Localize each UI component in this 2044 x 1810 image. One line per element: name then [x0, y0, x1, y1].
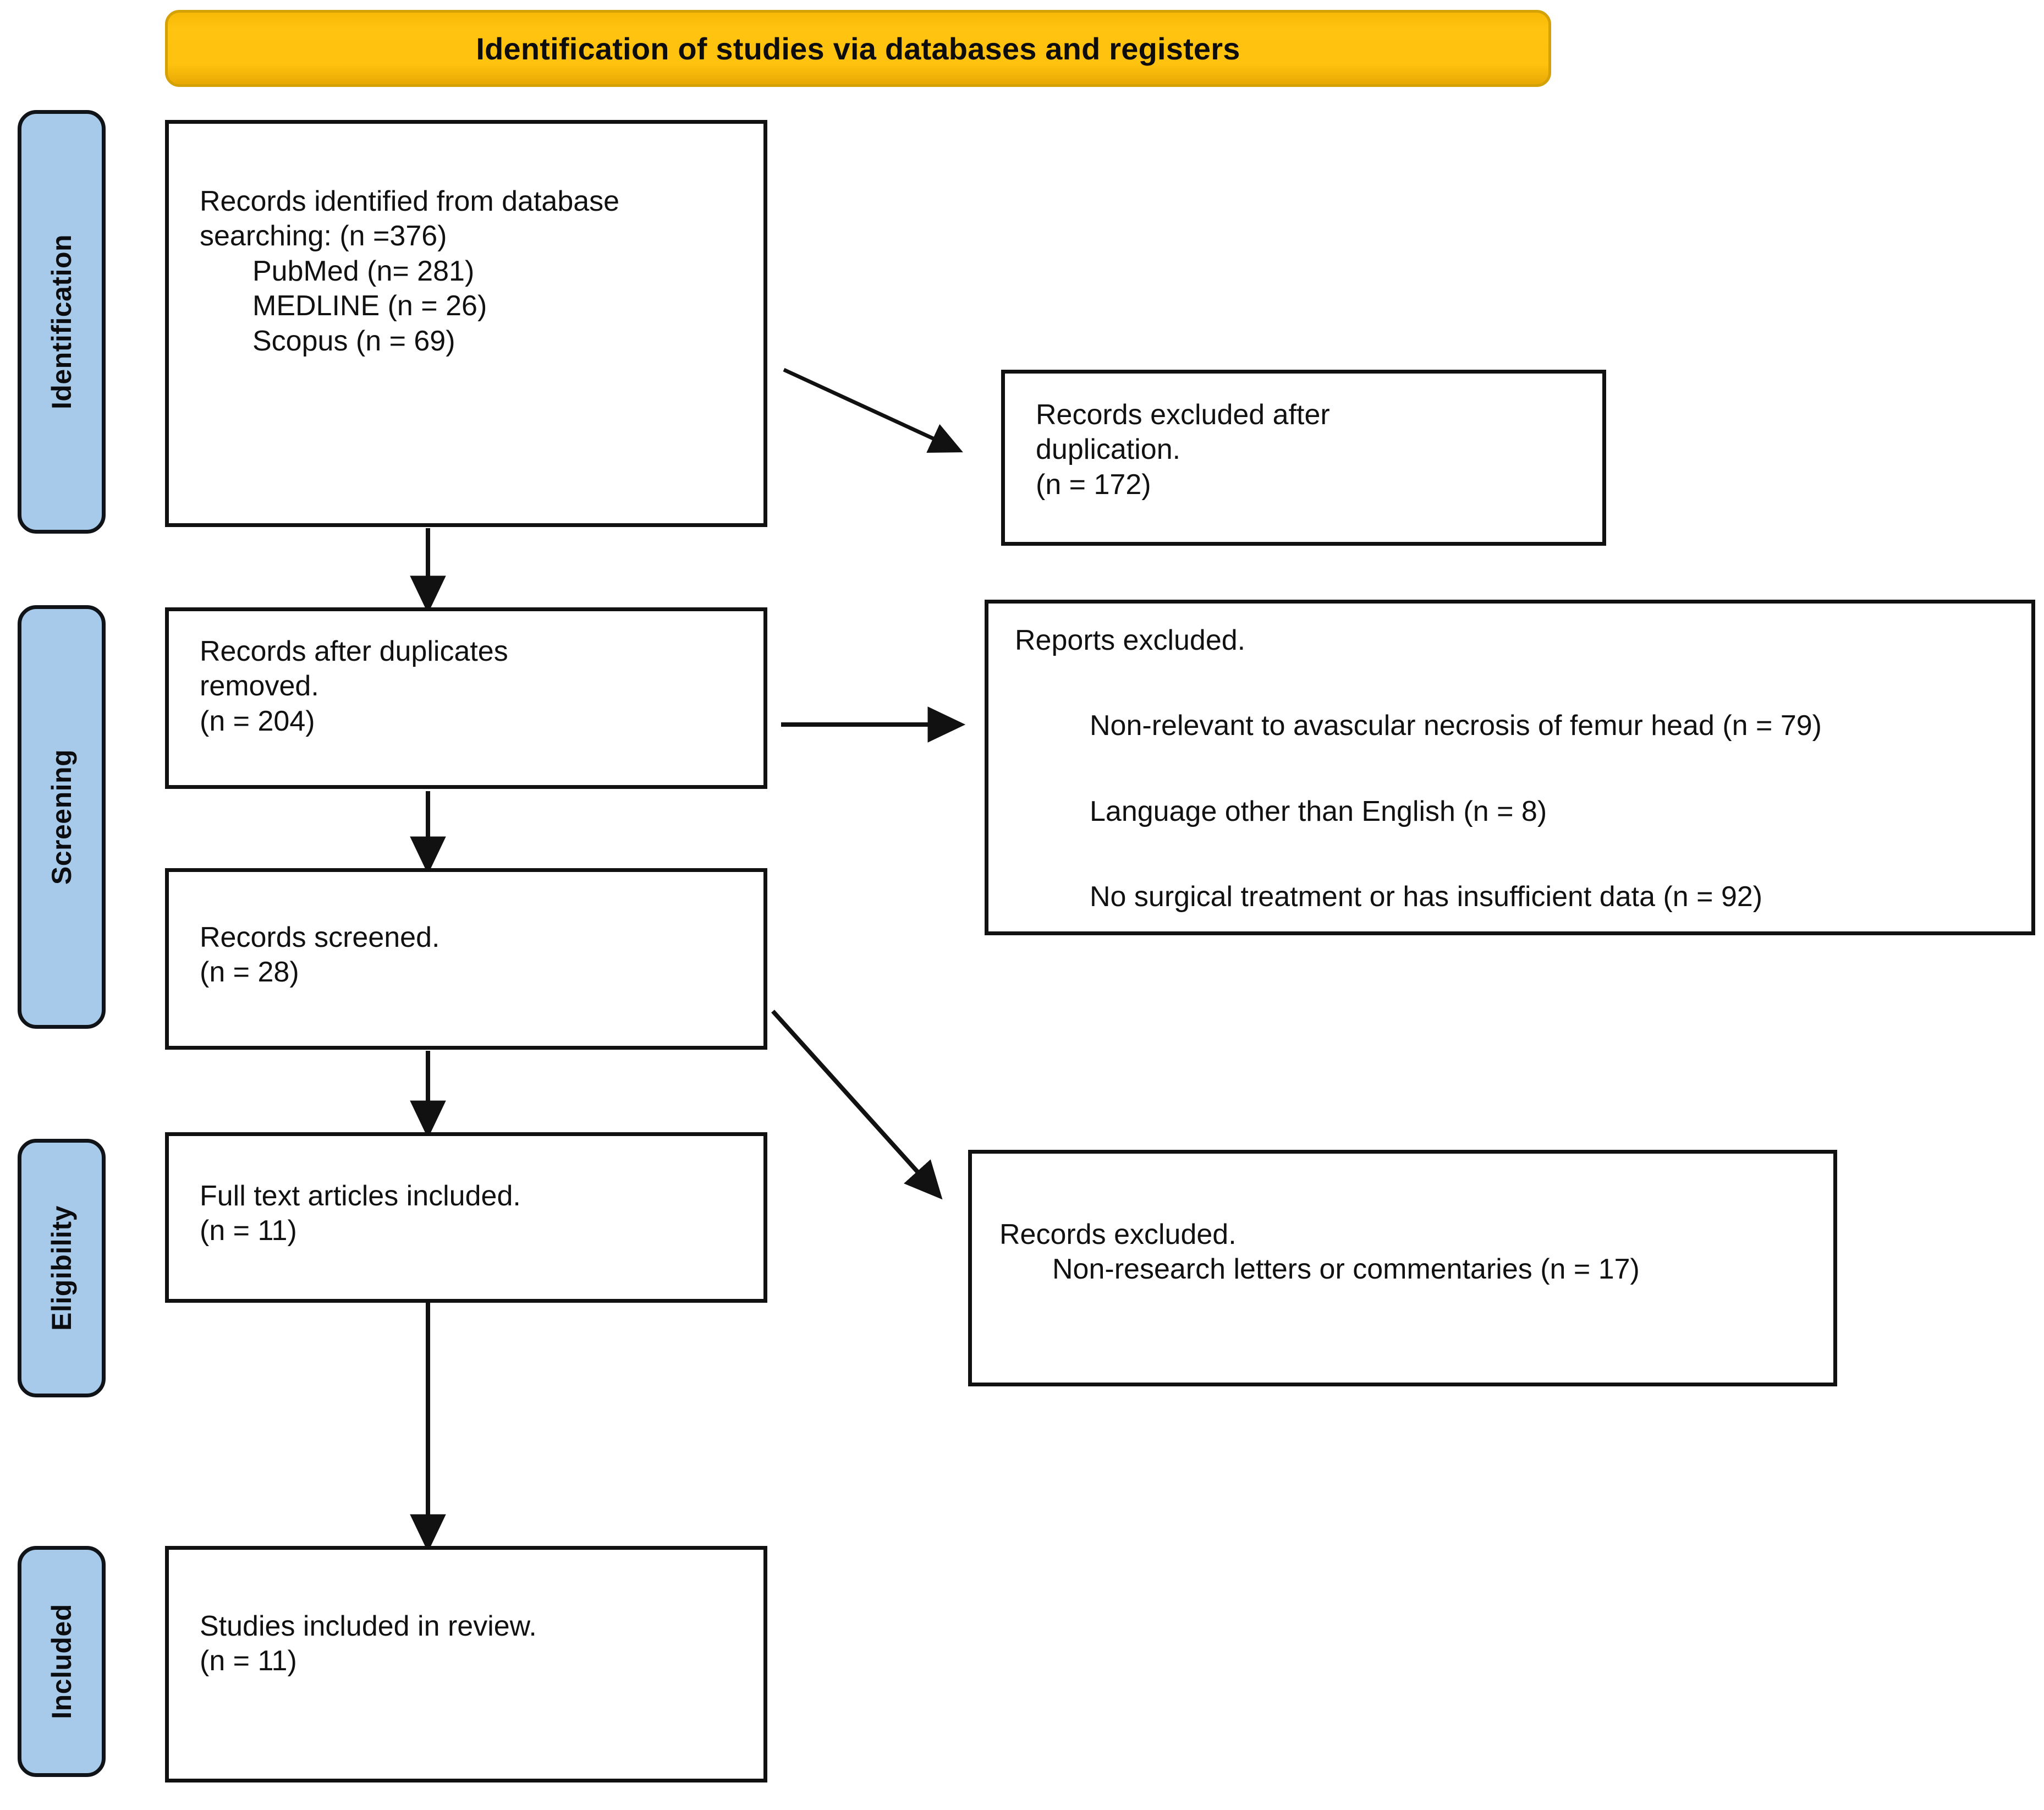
stage-tab-screening-label: Screening — [46, 749, 77, 885]
box-line: Reports excluded. — [1015, 624, 1246, 656]
stage-tab-eligibility: Eligibility — [18, 1139, 106, 1397]
stage-tab-screening: Screening — [18, 605, 106, 1029]
banner-title: Identification of studies via databases … — [476, 31, 1240, 66]
box-line: Full text articles included. — [200, 1180, 521, 1212]
box-line: removed. — [200, 670, 319, 703]
box-line: (n = 204) — [200, 705, 315, 737]
box-line: duplication. — [1036, 434, 1181, 466]
box-line: searching: (n =376) — [200, 220, 447, 253]
box-records-after-duplicates-removed: Records after duplicates removed. (n = 2… — [165, 607, 767, 789]
box-records-excluded-non-research: Records excluded. Non‑research letters o… — [968, 1150, 1837, 1386]
box-line: (n = 11) — [200, 1215, 297, 1247]
box-studies-included-in-review: Studies included in review. (n = 11) — [165, 1546, 767, 1782]
box-line: Records excluded after — [1036, 399, 1330, 431]
box-reports-excluded: Reports excluded. Non‑relevant to avascu… — [985, 600, 2035, 935]
box-line: Scopus (n = 69) — [252, 325, 455, 357]
box-line: Non‑relevant to avascular necrosis of fe… — [1090, 710, 1822, 742]
box-full-text-articles-included: Full text articles included. (n = 11) — [165, 1132, 767, 1303]
box-line: Records screened. — [200, 922, 440, 953]
box-records-identified: Records identified from database searchi… — [165, 120, 767, 527]
stage-tab-eligibility-label: Eligibility — [46, 1205, 77, 1331]
box-records-excluded-duplication: Records excluded after duplication. (n =… — [1001, 370, 1606, 546]
stage-tab-identification-label: Identification — [46, 234, 78, 410]
box-line: MEDLINE (n = 26) — [252, 290, 487, 322]
box-line: (n = 11) — [200, 1645, 297, 1677]
box-line: (n = 28) — [200, 956, 299, 989]
stage-tab-included-label: Included — [46, 1604, 78, 1719]
box-line: (n = 172) — [1036, 468, 1151, 501]
box-line: Language other than English (n = 8) — [1090, 795, 1547, 827]
box-records-screened: Records screened. (n = 28) — [165, 868, 767, 1050]
box-line: Records identified from database — [200, 185, 620, 217]
box-line: Records excluded. — [999, 1219, 1237, 1250]
arrow-identified-to-duplication — [783, 368, 963, 453]
stage-tab-identification: Identification — [18, 110, 106, 534]
box-line: Non‑research letters or commentaries (n … — [1052, 1253, 1640, 1286]
arrow-screened-to-excluded-non-research — [771, 1010, 943, 1200]
box-line: Studies included in review. — [200, 1610, 537, 1642]
box-line: PubMed (n= 281) — [252, 255, 475, 287]
diagram-header-banner: Identification of studies via databases … — [165, 10, 1551, 87]
box-line: No surgical treatment or has insufficien… — [1090, 881, 1763, 913]
box-line: Records after duplicates — [200, 635, 508, 667]
stage-tab-included: Included — [18, 1546, 106, 1777]
